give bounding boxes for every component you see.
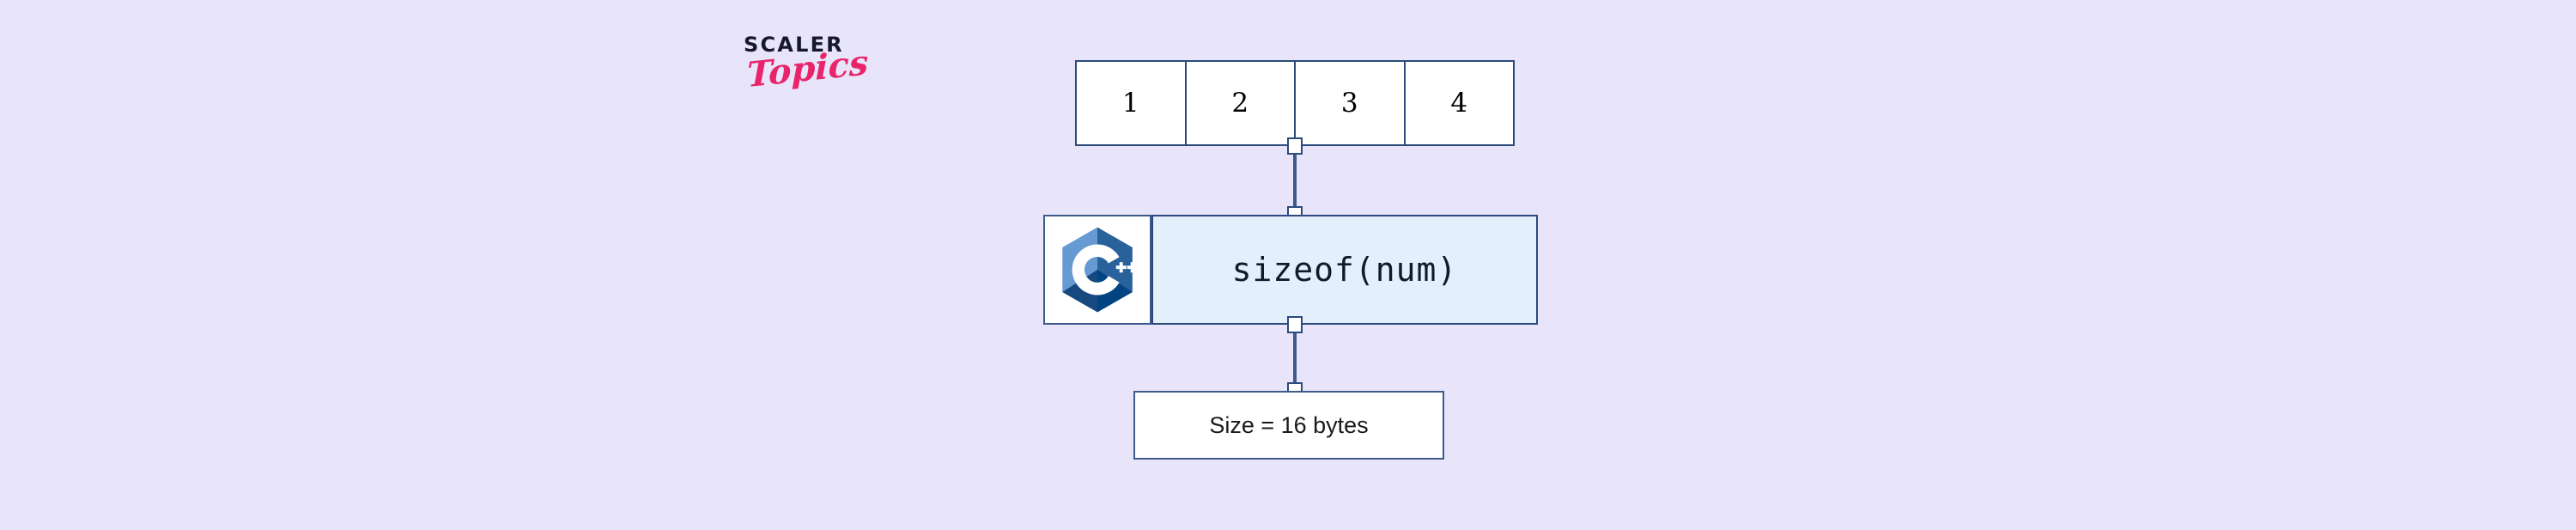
connector-operation-to-result [1287, 316, 1303, 399]
connector-handle-top [1287, 137, 1303, 155]
array-cell: 4 [1450, 88, 1468, 119]
array-cell: 3 [1296, 62, 1406, 144]
result-label: Size = 16 bytes [1209, 411, 1369, 438]
array-cell: 1 [1077, 62, 1187, 144]
cpp-logo-icon [1062, 227, 1138, 313]
sizeof-expression-box: sizeof(num) [1151, 215, 1538, 325]
cpp-logo-container [1043, 215, 1151, 325]
array-cell: 2 [1187, 62, 1296, 144]
connector-handle-top [1287, 316, 1303, 333]
sizeof-expression-label: sizeof(num) [1231, 251, 1458, 289]
connector-array-to-operation [1287, 137, 1303, 223]
logo-wordmark-topics: Topics [747, 42, 869, 96]
result-box: Size = 16 bytes [1133, 391, 1444, 460]
array-visualization: 1 2 3 4 [1075, 60, 1515, 146]
scaler-topics-logo: SCALER Topics [744, 34, 872, 112]
logo-wordmark-scaler: SCALER [744, 33, 844, 57]
